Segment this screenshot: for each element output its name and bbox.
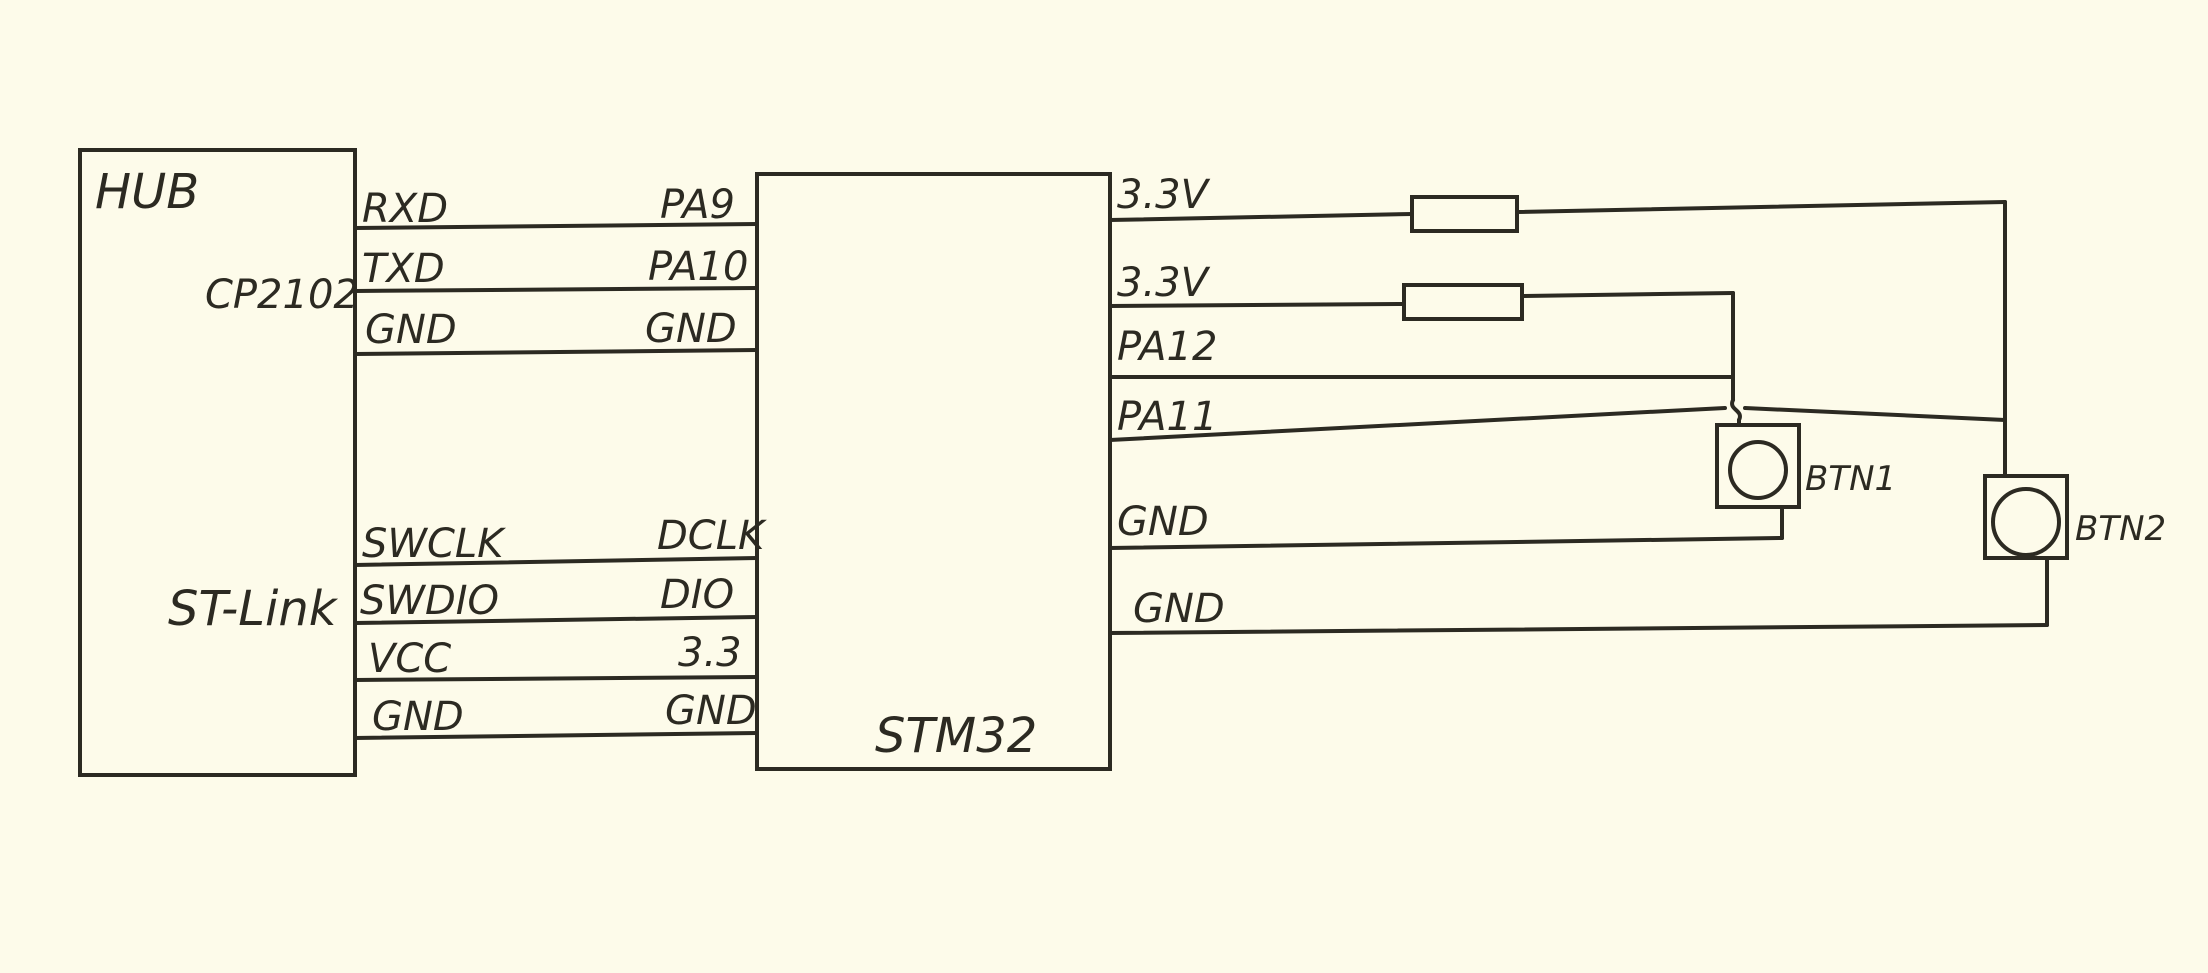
pin-gnd-hub-1: GND xyxy=(365,307,457,353)
resistor-2 xyxy=(1402,283,1524,321)
hub-title: HUB xyxy=(95,164,199,220)
wire-gnd-gnd-2 xyxy=(353,731,759,740)
hub-stlink-label: ST-Link xyxy=(168,581,339,637)
label-btn1: BTN1 xyxy=(1805,459,1896,499)
pin-gnd-hub-2: GND xyxy=(372,694,464,740)
label-btn2: BTN2 xyxy=(2075,509,2166,549)
pin-pa9: PA9 xyxy=(660,182,735,228)
wire-3v3-r2 xyxy=(1108,302,1406,308)
wire-txd-pa10 xyxy=(353,286,759,293)
pin-dio: DIO xyxy=(660,572,734,618)
button-btn2 xyxy=(1983,474,2069,560)
pin-pa10: PA10 xyxy=(648,244,748,290)
pin-pa11: PA11 xyxy=(1117,394,1217,440)
hub-cp2102-label: CP2102 xyxy=(205,272,359,318)
wire-pa11-to-btn2 xyxy=(1743,406,2007,422)
button-btn2-knob xyxy=(1991,487,2061,557)
wire-crossover-hop xyxy=(1730,398,1742,422)
stm32-title: STM32 xyxy=(875,708,1037,764)
pin-rxd: RXD xyxy=(362,186,448,232)
wire-swclk-dclk xyxy=(353,556,759,567)
pin-gnd-right-2: GND xyxy=(1133,586,1225,632)
wire-vcc-33 xyxy=(353,675,759,682)
pin-gnd-mcu-2: GND xyxy=(665,688,757,734)
wire-r1-btn2 xyxy=(1515,200,2007,214)
pin-swdio: SWDIO xyxy=(360,578,499,624)
pin-3v3-a: 3.3V xyxy=(1117,172,1211,218)
hub-block xyxy=(78,148,357,777)
pin-dclk: DCLK xyxy=(657,513,767,559)
resistor-1 xyxy=(1410,195,1519,233)
wire-rxd-pa9 xyxy=(353,222,759,230)
button-btn1 xyxy=(1715,423,1801,509)
wire-r2-btn1 xyxy=(1520,291,1735,298)
wire-gnd-btn2 xyxy=(1108,623,2049,635)
wire-swdio-dio xyxy=(353,615,759,625)
pin-swclk: SWCLK xyxy=(362,521,506,567)
wire-3v3-r1 xyxy=(1108,212,1414,222)
pin-3v3-b: 3.3V xyxy=(1117,260,1211,306)
pin-3v3-in: 3.3 xyxy=(678,630,742,676)
pin-txd: TXD xyxy=(362,246,445,292)
button-btn1-knob xyxy=(1728,440,1788,500)
wire-gnd-gnd xyxy=(353,348,759,356)
pin-vcc: VCC xyxy=(368,636,451,682)
pin-gnd-right-1: GND xyxy=(1117,499,1209,545)
pin-pa12: PA12 xyxy=(1117,324,1217,370)
pin-gnd-mcu-1: GND xyxy=(645,306,737,352)
wire-pa11 xyxy=(1108,406,1727,442)
stm32-block xyxy=(755,172,1112,771)
wire-gnd-btn1 xyxy=(1108,536,1784,550)
